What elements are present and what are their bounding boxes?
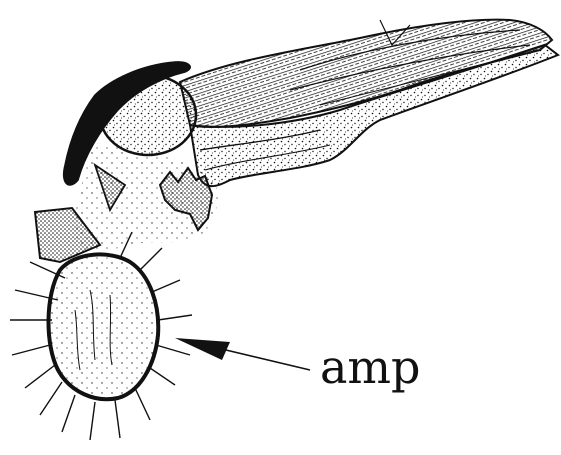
rounded-head-lobe xyxy=(100,75,196,155)
amp-label: amp xyxy=(320,344,421,390)
bristled-oval-amp xyxy=(10,232,192,440)
amp-pointer-arrow xyxy=(175,338,310,370)
